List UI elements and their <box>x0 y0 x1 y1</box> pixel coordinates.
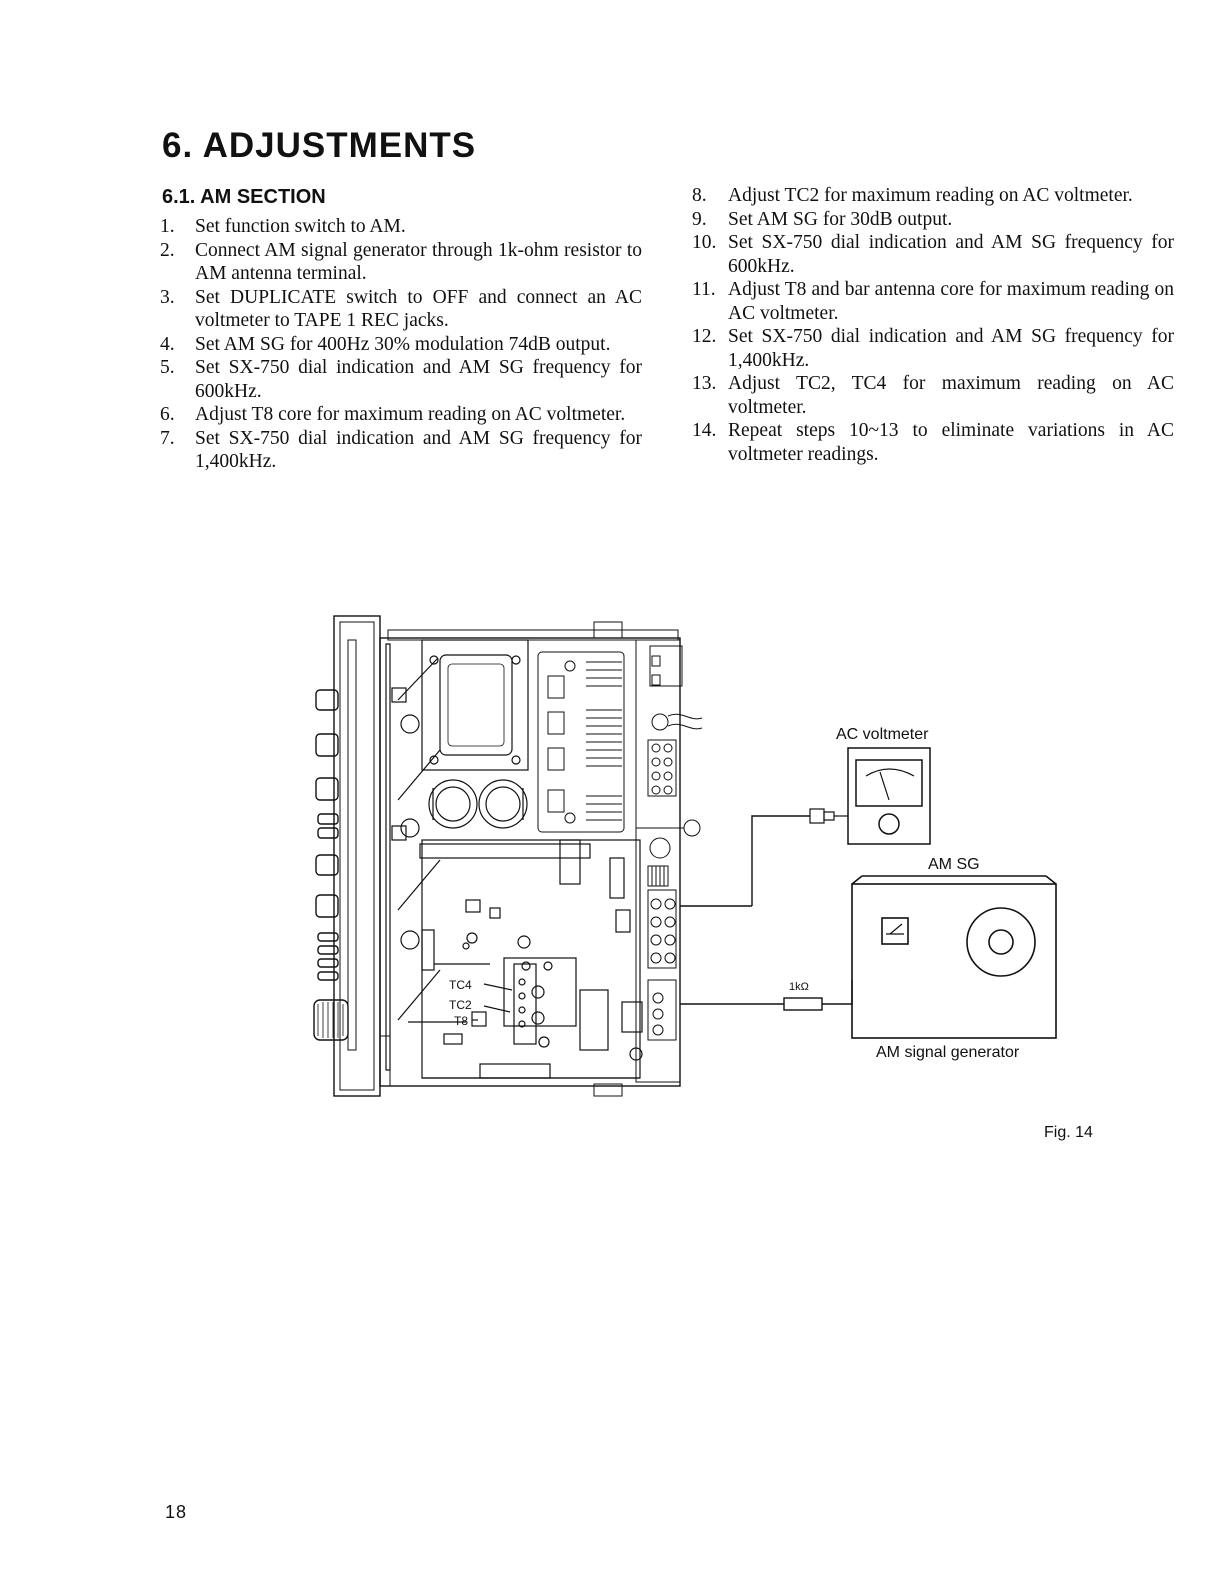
wiring-figure: AC voltmeter AM SG AM signal generator 1… <box>290 600 1090 1120</box>
side-bracket <box>385 643 441 1071</box>
step-text: Adjust T8 and bar antenna core for maxim… <box>728 279 1174 324</box>
step-item: 12. Set SX-750 dial indication and AM SG … <box>692 325 1174 372</box>
step-text: Set SX-750 dial indication and AM SG fre… <box>728 232 1174 277</box>
subsection-heading: 6.1. AM SECTION <box>162 186 326 208</box>
tuner-pcb <box>408 839 643 1079</box>
step-item: 1. Set function switch to AM. <box>160 215 642 239</box>
figure-caption: Fig. 14 <box>1044 1124 1093 1141</box>
step-item: 7. Set SX-750 dial indication and AM SG f… <box>160 427 642 474</box>
rear-jacks <box>636 713 703 1041</box>
step-item: 11. Adjust T8 and bar antenna core for ma… <box>692 278 1174 325</box>
am-sg-label: AM SG <box>928 856 980 873</box>
step-number: 13. <box>692 373 717 394</box>
step-item: 10. Set SX-750 dial indication and AM SG … <box>692 231 1174 278</box>
step-text: Repeat steps 10~13 to eliminate variatio… <box>728 420 1174 465</box>
page-number: 18 <box>165 1502 188 1522</box>
voltmeter-probe <box>809 808 848 824</box>
ac-voltmeter-label: AC voltmeter <box>836 726 929 743</box>
steps-list-right: 8. Adjust TC2 for maximum reading on AC v… <box>692 184 1174 466</box>
step-item: 2. Connect AM signal generator through 1k… <box>160 239 642 286</box>
tc4-label: TC4 <box>449 978 472 992</box>
adjustment-pointers <box>472 983 513 1021</box>
step-number: 1. <box>160 216 175 237</box>
step-number: 8. <box>692 185 707 206</box>
step-text: Adjust TC2 for maximum reading on AC vol… <box>728 185 1133 206</box>
tc2-label: TC2 <box>449 998 472 1012</box>
filter-capacitors <box>428 779 528 829</box>
power-transformer <box>421 639 529 771</box>
am-signal-generator-label: AM signal generator <box>876 1044 1020 1061</box>
step-item: 3. Set DUPLICATE switch to OFF and connec… <box>160 286 642 333</box>
step-number: 2. <box>160 239 175 261</box>
step-number: 12. <box>692 326 717 347</box>
rear-panel <box>635 639 681 1083</box>
am-sg-drawing <box>851 875 1057 1039</box>
resistor-label: 1kΩ <box>789 981 809 993</box>
step-number: 10. <box>692 232 717 253</box>
step-number: 9. <box>692 208 707 230</box>
step-number: 6. <box>160 404 175 425</box>
step-item: 6. Adjust T8 core for maximum reading on … <box>160 403 642 427</box>
step-item: 8. Adjust TC2 for maximum reading on AC v… <box>692 184 1174 208</box>
step-text: Set AM SG for 30dB output. <box>728 208 953 230</box>
chassis-frame <box>379 637 681 1087</box>
step-number: 3. <box>160 286 175 308</box>
step-text: Set SX-750 dial indication and AM SG fre… <box>195 357 642 402</box>
step-text: Set AM SG for 400Hz 30% modulation 74dB … <box>195 333 611 355</box>
steps-list-left: 1. Set function switch to AM. 2. Connect A… <box>160 215 642 474</box>
resistor-1k <box>783 997 823 1011</box>
heat-sink <box>537 651 625 833</box>
step-text: Connect AM signal generator through 1k-o… <box>195 239 642 285</box>
step-text: Set SX-750 dial indication and AM SG fre… <box>195 427 642 473</box>
step-item: 9. Set AM SG for 30dB output. <box>692 208 1174 232</box>
step-item: 4. Set AM SG for 400Hz 30% modulation 74d… <box>160 333 642 357</box>
voltmeter-cable <box>751 815 810 906</box>
t8-label: T8 <box>454 1014 469 1028</box>
step-number: 14. <box>692 420 717 441</box>
step-text: Adjust T8 core for maximum reading on AC… <box>195 404 626 425</box>
receiver-chassis-drawing <box>313 615 1057 1097</box>
step-number: 7. <box>160 427 175 449</box>
step-item: 13. Adjust TC2, TC4 for maximum reading o… <box>692 372 1174 419</box>
step-item: 14. Repeat steps 10~13 to eliminate varia… <box>692 419 1174 466</box>
step-number: 11. <box>692 279 716 300</box>
step-item: 5. Set SX-750 dial indication and AM SG f… <box>160 356 642 403</box>
front-knobs <box>313 689 349 1041</box>
step-text: Set function switch to AM. <box>195 216 406 237</box>
step-number: 5. <box>160 357 175 378</box>
ac-voltmeter-drawing <box>847 747 931 845</box>
step-number: 4. <box>160 333 175 355</box>
front-panel <box>333 615 381 1097</box>
section-heading: 6. ADJUSTMENTS <box>162 126 477 165</box>
step-text: Set SX-750 dial indication and AM SG fre… <box>728 326 1174 371</box>
step-text: Set DUPLICATE switch to OFF and connect … <box>195 286 642 332</box>
step-text: Adjust TC2, TC4 for maximum reading on A… <box>728 373 1174 418</box>
